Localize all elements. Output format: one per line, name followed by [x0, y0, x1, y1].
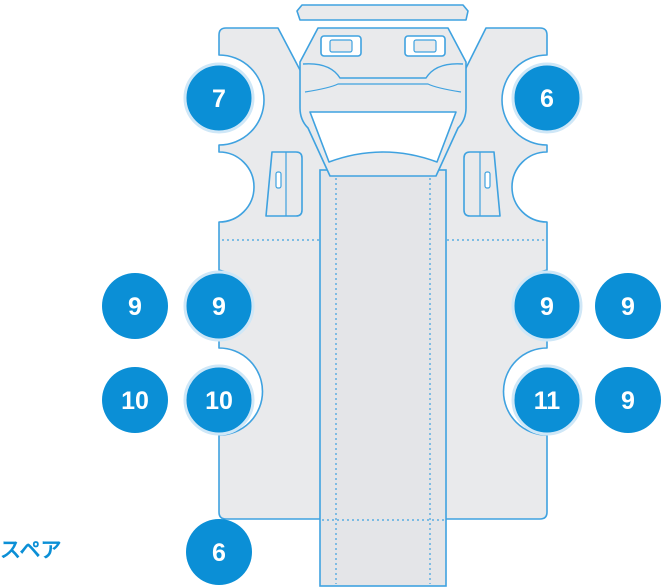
badge-label: 11: [534, 387, 561, 415]
badge-mid-right-outer: 9: [595, 273, 661, 339]
badge-mid-left-outer: 9: [102, 273, 168, 339]
badge-label: 6: [540, 85, 554, 113]
badge-label: 9: [621, 387, 635, 415]
badge-label: 10: [121, 387, 149, 415]
badge-label: 10: [205, 387, 233, 415]
badge-top-right: 6: [511, 62, 583, 134]
bracket-right: [463, 151, 501, 217]
badge-label: 6: [212, 539, 226, 567]
eye-right: [404, 35, 446, 57]
badge-label: 9: [212, 293, 226, 321]
mouth-cutout: [309, 111, 457, 163]
head-cheek: [304, 83, 462, 93]
badge-label: 9: [128, 293, 142, 321]
badge-low-left-outer: 10: [102, 367, 168, 433]
badge-low-left-inner: 10: [183, 364, 255, 436]
visor-strip: [296, 4, 469, 21]
badge-low-right-outer: 9: [595, 367, 661, 433]
bracket-left: [265, 151, 303, 217]
badge-label: 9: [621, 293, 635, 321]
spare-label: スペア: [0, 538, 62, 562]
center-strip: [319, 169, 447, 587]
badge-spare: 6: [186, 519, 252, 585]
badge-top-left: 7: [183, 62, 255, 134]
badge-low-right-inner: 11: [511, 364, 583, 436]
head-brow: [302, 63, 464, 79]
badge-mid-left-inner: 9: [183, 270, 255, 342]
badge-label: 9: [540, 293, 554, 321]
badge-mid-right-inner: 9: [511, 270, 583, 342]
eye-left: [320, 35, 362, 57]
badge-label: 7: [212, 85, 226, 113]
